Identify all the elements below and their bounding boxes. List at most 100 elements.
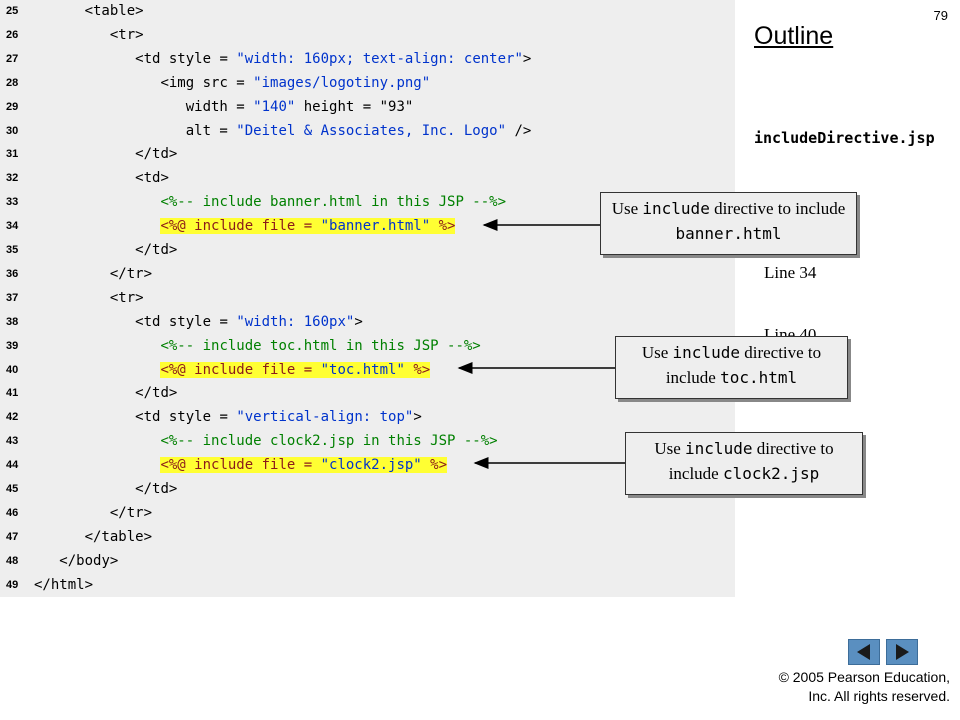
code-text: <td style = "width: 160px; text-align: c… — [135, 50, 532, 67]
code-line: 25 <table> — [0, 0, 735, 24]
code-text: <td> — [135, 170, 169, 187]
line-number: 44 — [6, 459, 19, 472]
code-text: <td style = "vertical-align: top"> — [135, 409, 422, 426]
code-text: <%-- include clock2.jsp in this JSP --%> — [160, 433, 498, 450]
code-line: 37 <tr> — [0, 287, 735, 311]
code-line: 47 </table> — [0, 526, 735, 550]
callout-text: directive to include — [668, 439, 834, 483]
code-text: </table> — [84, 528, 153, 545]
code-text: </td> — [135, 146, 178, 163]
code-line: 41 </td> — [0, 382, 735, 406]
line-ref-34: Line 34 — [764, 263, 817, 282]
code-line: 49 </html> — [0, 574, 735, 598]
copyright-line-2: Inc. All rights reserved. — [808, 688, 950, 704]
code-text: <%-- include banner.html in this JSP --%… — [160, 194, 507, 211]
code-line: 39 <%-- include toc.html in this JSP --%… — [0, 335, 735, 359]
code-line: 36 </tr> — [0, 263, 735, 287]
code-line: 40 <%@ include file = "toc.html" %> — [0, 359, 735, 383]
code-line: 30 alt = "Deitel & Associates, Inc. Logo… — [0, 120, 735, 144]
code-line: 34 <%@ include file = "banner.html" %> — [0, 215, 735, 239]
code-text: </body> — [59, 552, 119, 569]
line-number: 38 — [6, 315, 19, 328]
code-listing: 25 <table>26 <tr>27 <td style = "width: … — [0, 0, 735, 597]
code-line: 32 <td> — [0, 167, 735, 191]
code-line: 38 <td style = "width: 160px"> — [0, 311, 735, 335]
page-number: 79 — [933, 8, 948, 23]
line-number: 43 — [6, 435, 19, 448]
triangle-left-icon — [857, 644, 870, 660]
line-number: 42 — [6, 411, 19, 424]
callout-text: directive to include — [709, 199, 846, 218]
code-text: <%-- include toc.html in this JSP --%> — [160, 337, 481, 354]
callout-clock2: Use include directive to include clock2.… — [625, 432, 863, 495]
code-text: </td> — [135, 481, 178, 497]
code-line: 29 width = "140" height = "93" — [0, 96, 735, 120]
callout-mono: include — [642, 199, 710, 218]
line-number: 48 — [6, 554, 19, 567]
callout-toc: Use include directive to include toc.htm… — [615, 336, 848, 399]
line-number: 40 — [6, 363, 19, 376]
line-number: 37 — [6, 291, 19, 304]
code-text: <img src = "images/logotiny.png" — [160, 74, 431, 91]
code-text: <tr> — [109, 26, 144, 43]
callout-mono: banner.html — [675, 224, 782, 243]
code-text: width = "140" height = "93" — [185, 98, 414, 115]
line-number: 28 — [6, 76, 19, 89]
line-number: 31 — [6, 148, 19, 161]
code-line: 45 </td> — [0, 478, 735, 502]
code-text: </tr> — [109, 265, 153, 282]
code-text: </td> — [135, 242, 178, 258]
code-line: 26 <tr> — [0, 24, 735, 48]
next-slide-button[interactable] — [886, 639, 918, 665]
line-number: 32 — [6, 172, 19, 185]
code-text: alt = "Deitel & Associates, Inc. Logo" /… — [185, 122, 532, 139]
code-line: 44 <%@ include file = "clock2.jsp" %> — [0, 454, 735, 478]
code-text: </html> — [34, 576, 94, 593]
callout-text: Use — [641, 343, 673, 362]
code-text: <%@ include file = "toc.html" %> — [160, 361, 431, 378]
line-number: 29 — [6, 100, 19, 113]
line-number: 26 — [6, 28, 19, 41]
callout-text: Use — [654, 439, 686, 458]
line-number: 25 — [6, 5, 19, 17]
line-number: 27 — [6, 52, 19, 65]
code-text: <td style = "width: 160px"> — [135, 313, 363, 330]
line-number: 36 — [6, 267, 19, 280]
callout-banner: Use include directive to include banner.… — [600, 192, 857, 255]
line-number: 33 — [6, 196, 19, 209]
code-line: 48 </body> — [0, 550, 735, 574]
code-text: </tr> — [109, 504, 153, 521]
code-line: 42 <td style = "vertical-align: top"> — [0, 406, 735, 430]
code-text: <table> — [84, 3, 144, 19]
code-line: 28 <img src = "images/logotiny.png" — [0, 72, 735, 96]
line-number: 34 — [6, 220, 19, 233]
code-line: 43 <%-- include clock2.jsp in this JSP -… — [0, 430, 735, 454]
file-name: includeDirective.jsp — [754, 129, 935, 147]
code-line: 27 <td style = "width: 160px; text-align… — [0, 48, 735, 72]
line-number: 46 — [6, 506, 19, 519]
code-line: 33 <%-- include banner.html in this JSP … — [0, 191, 735, 215]
copyright-line-1: © 2005 Pearson Education, — [778, 669, 950, 685]
outline-title[interactable]: Outline — [754, 22, 834, 50]
callout-text: Use — [611, 199, 643, 218]
triangle-right-icon — [896, 644, 909, 660]
code-text: </td> — [135, 385, 178, 402]
code-line: 35 </td> — [0, 239, 735, 263]
previous-slide-button[interactable] — [848, 639, 880, 665]
callout-mono: include — [685, 439, 753, 458]
callout-mono: clock2.jsp — [722, 464, 820, 483]
code-line: 46 </tr> — [0, 502, 735, 526]
line-number: 45 — [6, 483, 19, 495]
code-text: <tr> — [109, 289, 144, 306]
code-line: 31 </td> — [0, 143, 735, 167]
callout-text: directive to include — [665, 343, 822, 387]
line-number: 39 — [6, 339, 19, 352]
line-number: 49 — [6, 578, 19, 591]
code-text: <%@ include file = "clock2.jsp" %> — [160, 457, 448, 474]
callout-mono: toc.html — [720, 368, 798, 387]
code-text: <%@ include file = "banner.html" %> — [160, 218, 456, 235]
line-number: 30 — [6, 124, 19, 137]
line-number: 47 — [6, 530, 19, 543]
callout-mono: include — [672, 343, 740, 362]
copyright: © 2005 Pearson Education, Inc. All right… — [779, 668, 950, 706]
